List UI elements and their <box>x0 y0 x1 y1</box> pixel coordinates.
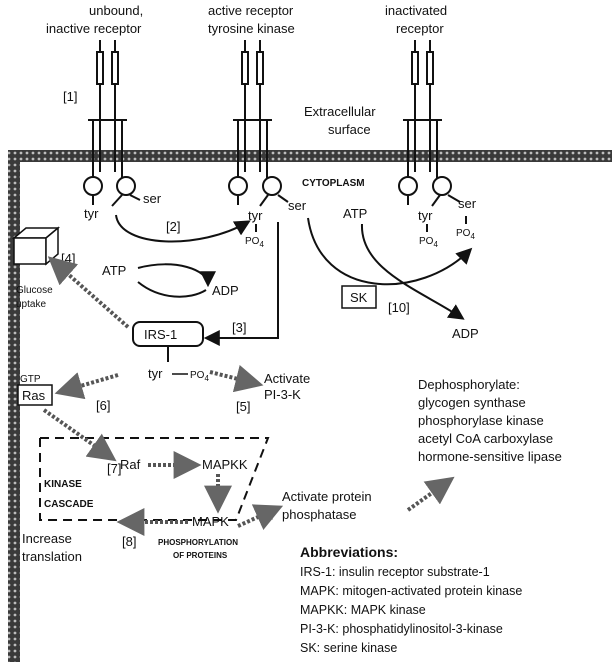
receptor3-ser-po: PO4 <box>456 228 475 241</box>
mapk-label: MAPK <box>192 514 229 529</box>
abbreviation-item: SK: serine kinase <box>300 641 397 655</box>
receptor-active <box>228 40 289 232</box>
abbreviation-item: MAPKK: MAPK kinase <box>300 603 426 617</box>
receptor-unbound <box>83 40 141 207</box>
abbreviation-item: PI-3-K: phosphatidylinositol-3-kinase <box>300 622 503 636</box>
step-10: [10] <box>388 300 410 315</box>
receptor-unbound-caption-1: unbound, <box>89 3 143 18</box>
cytoplasm-label: CYTOPLASM <box>302 178 365 189</box>
receptor-inactivated-caption-2: receptor <box>396 21 444 36</box>
arrow-step2 <box>115 214 251 243</box>
activate-pp-label-1: Activate protein <box>282 489 372 504</box>
arrow-irs1-pi3k <box>209 364 264 393</box>
gtp-label: GTP <box>20 374 41 385</box>
step-6: [6] <box>96 398 110 413</box>
glucose-label-1: Glucose <box>16 285 53 296</box>
sk-box <box>341 285 377 309</box>
glucose-label-2: uptake <box>16 299 46 310</box>
receptor-inactivated-caption-1: inactivated <box>385 3 447 18</box>
raf-label: Raf <box>120 457 141 472</box>
dephosphorylate-title: Dephosphorylate: <box>418 377 520 392</box>
ras-box <box>17 384 53 406</box>
dephosphorylate-item: glycogen synthase <box>418 395 526 410</box>
receptor3-tyr: tyr <box>418 208 433 223</box>
irs1-label: IRS-1 <box>144 327 177 342</box>
step-2: [2] <box>166 219 180 234</box>
adp-label: ADP <box>212 283 239 298</box>
extracellular-label-2: surface <box>328 122 371 137</box>
phosphorylation-label-2: OF PROTEINS <box>173 551 228 560</box>
plasma-membrane-vertical <box>8 150 20 662</box>
receptor1-tyr: tyr <box>84 206 99 221</box>
kinase-cascade-box <box>39 437 270 521</box>
activate-pp-label-2: phosphatase <box>282 507 356 522</box>
step-1: [1] <box>63 89 77 104</box>
irs1-tyr: tyr <box>148 366 163 381</box>
mapkk-label: MAPKK <box>202 457 248 472</box>
dephosphorylate-item: acetyl CoA carboxylase <box>418 431 553 446</box>
ras-label: Ras <box>22 388 46 403</box>
arrow-pp-dephos <box>406 476 455 512</box>
activate-pi3k-label-2: PI-3-K <box>264 387 301 402</box>
abbreviation-item: IRS-1: insulin receptor substrate-1 <box>300 565 490 579</box>
arrow-atp-loop <box>137 281 207 298</box>
plasma-membrane-horizontal <box>8 150 612 162</box>
receptor2-ser: ser <box>288 198 307 213</box>
step-7: [7] <box>107 461 121 476</box>
receptor3-ser: ser <box>458 196 477 211</box>
irs1-po: PO4 <box>190 370 209 383</box>
arrow-atp-to-adp <box>360 223 465 320</box>
dephosphorylate-item: phosphorylase kinase <box>418 413 544 428</box>
kinase-label: KINASE <box>44 479 82 490</box>
increase-label-2: translation <box>22 549 82 564</box>
arrow-ser-to-po4 <box>307 217 473 286</box>
glucose-transporter-icon <box>11 226 61 266</box>
atp-label: ATP <box>102 263 126 278</box>
atp2-label: ATP <box>343 206 367 221</box>
receptor1-ser: ser <box>143 191 162 206</box>
receptor-active-caption-2: tyrosine kinase <box>208 21 295 36</box>
arrow-ras-raf <box>42 408 117 462</box>
step-8: [8] <box>122 534 136 549</box>
step-5: [5] <box>236 399 250 414</box>
arrow-irs1-ras <box>54 372 119 400</box>
dephosphorylate-item: hormone-sensitive lipase <box>418 449 562 464</box>
phosphorylation-label-1: PHOSPHORYLATION <box>158 538 238 547</box>
arrow-step3 <box>203 222 279 346</box>
receptor-unbound-caption-2: inactive receptor <box>46 21 142 36</box>
receptor-active-caption-1: active receptor <box>208 3 294 18</box>
arrow-irs1-glucose <box>47 256 130 329</box>
adp2-label: ADP <box>452 326 479 341</box>
receptor2-po: PO4 <box>245 236 264 249</box>
receptor3-po: PO4 <box>419 236 438 249</box>
abbreviations-title: Abbreviations: <box>300 544 398 560</box>
extracellular-label-1: Extracellular <box>304 104 376 119</box>
sk-label: SK <box>350 290 368 305</box>
increase-label-1: Increase <box>22 531 72 546</box>
arrow-mapk-pp <box>237 504 284 530</box>
activate-pi3k-label-1: Activate <box>264 371 310 386</box>
receptor-inactivated <box>398 40 467 232</box>
step-4: [4] <box>61 251 75 266</box>
arrow-atp-adp <box>137 263 216 288</box>
step-3: [3] <box>232 320 246 335</box>
abbreviation-item: MAPK: mitogen-activated protein kinase <box>300 584 522 598</box>
receptor2-tyr: tyr <box>248 208 263 223</box>
cascade-label: CASCADE <box>44 499 94 510</box>
